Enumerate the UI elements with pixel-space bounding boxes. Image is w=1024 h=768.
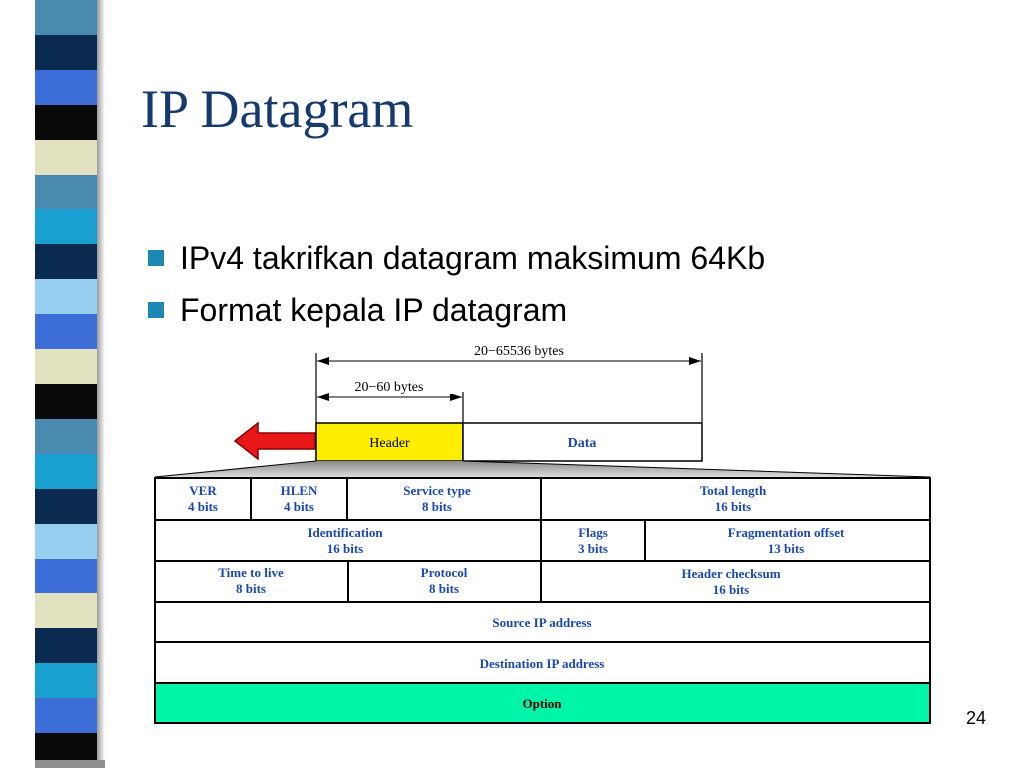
fragmentation-offset-size: 13 bits <box>768 541 804 556</box>
hlen-label: HLEN <box>281 483 318 498</box>
stripe-cell <box>35 628 97 664</box>
total-length-size: 16 bits <box>715 499 751 514</box>
identification-size: 16 bits <box>327 541 363 556</box>
ver-label: VER <box>189 483 217 498</box>
time-to-live-size: 8 bits <box>236 581 266 596</box>
option-field <box>154 682 931 724</box>
stripe-bottom-shadow <box>35 760 105 768</box>
flags-field <box>540 519 646 562</box>
stripe-cell <box>35 663 97 699</box>
header-size-dimension: 20−60 bytes <box>317 378 464 462</box>
fragmentation-offset-field <box>644 519 931 562</box>
stripe-cell <box>35 209 97 245</box>
stripe-cell <box>35 488 97 524</box>
time-to-live-field <box>154 560 349 603</box>
bullet-list: IPv4 takrifkan datagram maksimum 64Kb Fo… <box>148 232 765 336</box>
total-size-label: 20−65536 bytes <box>474 344 564 359</box>
ip-datagram-diagram: 20−65536 bytes 20−60 bytes Header Data V… <box>154 343 931 724</box>
stripe-cell <box>35 34 97 70</box>
header-field-table: VER 4 bits HLEN 4 bits Service type 8 bi… <box>154 477 931 724</box>
header-expansion-fan <box>155 461 930 477</box>
stripe-cell <box>35 384 97 419</box>
stripe-shadow <box>97 0 105 768</box>
stripe-cell <box>35 279 97 315</box>
header-size-label: 20−60 bytes <box>355 380 424 395</box>
stripe-cell <box>35 593 97 629</box>
hlen-size: 4 bits <box>284 499 314 514</box>
bullet-text: IPv4 takrifkan datagram maksimum 64Kb <box>180 239 766 276</box>
total-size-dimension: 20−65536 bytes <box>315 343 703 462</box>
stripe-cell <box>35 418 97 454</box>
page-number: 24 <box>966 708 987 728</box>
header-checksum-size: 16 bits <box>713 582 749 597</box>
service-type-label: Service type <box>403 483 471 498</box>
fragmentation-offset-label: Fragmentation offset <box>728 525 845 540</box>
identification-label: Identification <box>307 525 383 540</box>
flags-label: Flags <box>578 525 608 540</box>
bullet-text: Format kepala IP datagram <box>180 291 568 328</box>
header-label: Header <box>369 436 410 451</box>
data-box <box>462 422 703 462</box>
stripe-cell <box>35 139 97 175</box>
protocol-size: 8 bits <box>429 581 459 596</box>
option-label: Option <box>522 696 562 711</box>
time-to-live-label: Time to live <box>218 565 284 580</box>
stripe-cell <box>35 698 97 734</box>
decorative-stripe-bar <box>35 0 97 768</box>
ver-size: 4 bits <box>188 499 218 514</box>
red-arrow-icon <box>233 421 316 461</box>
stripe-cell <box>35 104 97 140</box>
data-label: Data <box>568 436 597 451</box>
total-length-field <box>540 477 931 521</box>
header-checksum-field <box>540 560 931 603</box>
stripe-cell <box>35 523 97 559</box>
total-length-label: Total length <box>700 483 767 498</box>
square-bullet-icon <box>148 302 164 318</box>
flags-size: 3 bits <box>578 541 608 556</box>
bullet-item: Format kepala IP datagram <box>148 284 765 336</box>
stripe-cell <box>35 244 97 280</box>
stripe-cell <box>35 69 97 105</box>
source-ip-label: Source IP address <box>492 615 591 630</box>
destination-ip-label: Destination IP address <box>480 656 605 671</box>
stripe-cell <box>35 314 97 350</box>
source-ip-field <box>154 601 931 643</box>
destination-ip-field <box>154 641 931 684</box>
square-bullet-icon <box>148 250 164 266</box>
header-checksum-label: Header checksum <box>681 566 780 581</box>
stripe-cell <box>35 453 97 489</box>
stripe-cell <box>35 349 97 385</box>
stripe-cell <box>35 558 97 594</box>
stripe-cell <box>35 0 97 35</box>
slide-title: IP Datagram <box>141 79 414 139</box>
stripe-cell <box>35 174 97 210</box>
service-type-size: 8 bits <box>422 499 452 514</box>
hlen-field <box>250 477 348 521</box>
protocol-label: Protocol <box>421 565 468 580</box>
bullet-item: IPv4 takrifkan datagram maksimum 64Kb <box>148 232 765 284</box>
